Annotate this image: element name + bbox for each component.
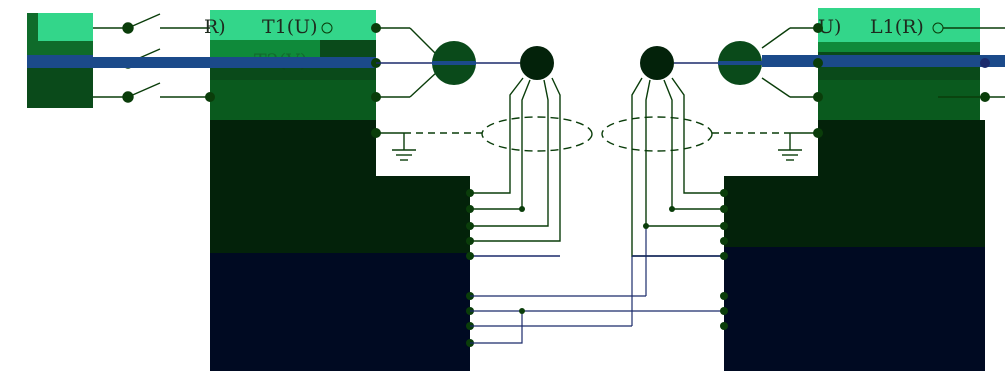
right-terminal-dot <box>980 58 990 68</box>
right-terminals <box>813 23 990 138</box>
blue-phase-bar <box>762 55 1005 67</box>
motor-circle-icon <box>432 41 476 85</box>
left-terminals <box>205 23 381 138</box>
left-terminal-dot <box>321 22 333 34</box>
ground-icon <box>376 132 416 161</box>
terminal-label-l1: L1(R) <box>870 16 924 38</box>
terminal-label-u: U) <box>818 16 841 38</box>
motor-circle-icon <box>640 46 674 80</box>
left-connector <box>466 189 474 347</box>
motor-circle-icon <box>520 46 554 80</box>
terminal-label-r: R) <box>204 16 226 38</box>
cable-shield-icon <box>601 116 713 152</box>
right-terminal-dot <box>932 22 944 34</box>
cable-shield-icon <box>481 116 593 152</box>
right-connector <box>720 189 728 330</box>
blue-phase-bar <box>27 57 376 68</box>
terminal-label-t1: T1(U) <box>262 16 318 38</box>
ground-icon <box>778 132 818 161</box>
motor-circle-icon <box>718 41 762 85</box>
